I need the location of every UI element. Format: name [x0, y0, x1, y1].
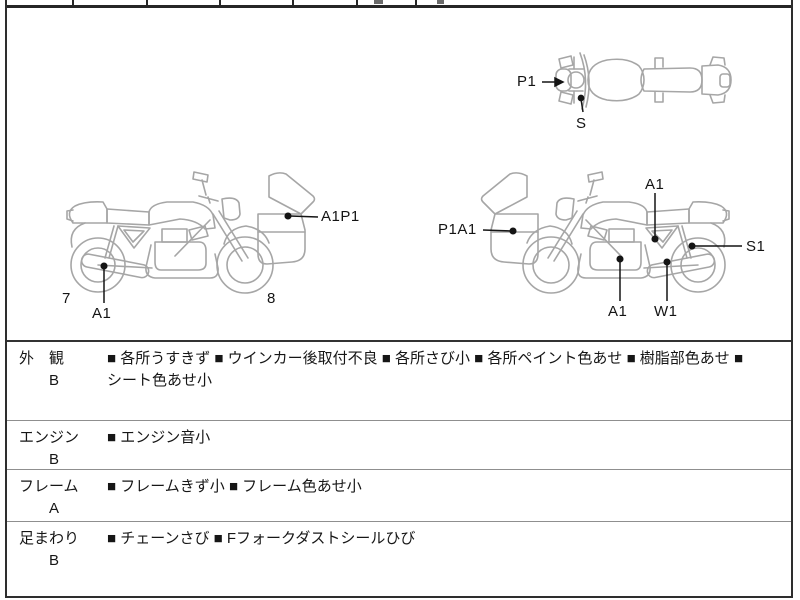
grade-value: A	[49, 500, 60, 517]
table-row-frame: フレーム A ■ フレームきず小 ■ フレーム色あせ小	[7, 469, 791, 521]
header-cell-divider	[146, 0, 148, 5]
label-s: S	[576, 115, 587, 132]
label-a1-muffler: A1	[92, 305, 112, 322]
header-cell-divider	[72, 0, 74, 5]
label-8: 8	[267, 290, 276, 307]
defect-line: シート色あせ小	[107, 372, 213, 389]
label-a1p1: A1P1	[321, 208, 360, 225]
label-7: 7	[62, 290, 71, 307]
label-a1-engine: A1	[608, 303, 628, 320]
defect-list: ■ チェーンさび ■ Fフォークダストシールひび	[107, 522, 791, 594]
defect-list: ■ エンジン音小	[107, 421, 791, 471]
inspection-table: 外 観 B ■ 各所うすきず ■ ウインカー後取付不良 ■ 各所さび小 ■ 各所…	[7, 340, 791, 596]
clipped-text-fragment	[374, 0, 383, 4]
defect-line: ■ フレームきず小 ■ フレーム色あせ小	[107, 478, 362, 495]
p1-arrowhead	[554, 76, 565, 88]
label-a1-side-cover: A1	[645, 176, 665, 193]
label-s1: S1	[746, 238, 766, 255]
grade-value: B	[49, 451, 60, 468]
defect-line: ■ 各所うすきず ■ ウインカー後取付不良 ■ 各所さび小 ■ 各所ペイント色あ…	[107, 350, 744, 367]
clipped-header-row	[7, 0, 791, 8]
table-row-undercarriage: 足まわり B ■ チェーンさび ■ Fフォークダストシールひび	[7, 521, 791, 594]
header-cell-divider	[219, 0, 221, 5]
defect-line: ■ チェーンさび ■ Fフォークダストシールひび	[107, 530, 416, 547]
defect-list: ■ 各所うすきず ■ ウインカー後取付不良 ■ 各所さび小 ■ 各所ペイント色あ…	[107, 342, 791, 420]
header-cell-divider	[415, 0, 417, 5]
category-label: 外 観	[19, 350, 65, 367]
label-p1: P1	[517, 73, 537, 90]
grade-value: B	[49, 552, 60, 569]
label-w1: W1	[654, 303, 678, 320]
clipped-text-fragment	[437, 0, 444, 4]
header-cell-divider	[292, 0, 294, 5]
table-row-exterior: 外 観 B ■ 各所うすきず ■ ウインカー後取付不良 ■ 各所さび小 ■ 各所…	[7, 342, 791, 420]
category-label: 足まわり	[19, 530, 80, 547]
category-label: フレーム	[19, 478, 79, 495]
defect-line: ■ エンジン音小	[107, 429, 211, 446]
label-p1a1: P1A1	[438, 221, 477, 238]
header-cell-divider	[356, 0, 358, 5]
table-row-engine: エンジン B ■ エンジン音小	[7, 420, 791, 469]
category-label: エンジン	[19, 429, 80, 446]
defect-list: ■ フレームきず小 ■ フレーム色あせ小	[107, 470, 791, 521]
grade-value: B	[49, 372, 60, 389]
sheet-frame: 外 観 B ■ 各所うすきず ■ ウインカー後取付不良 ■ 各所さび小 ■ 各所…	[5, 0, 793, 598]
